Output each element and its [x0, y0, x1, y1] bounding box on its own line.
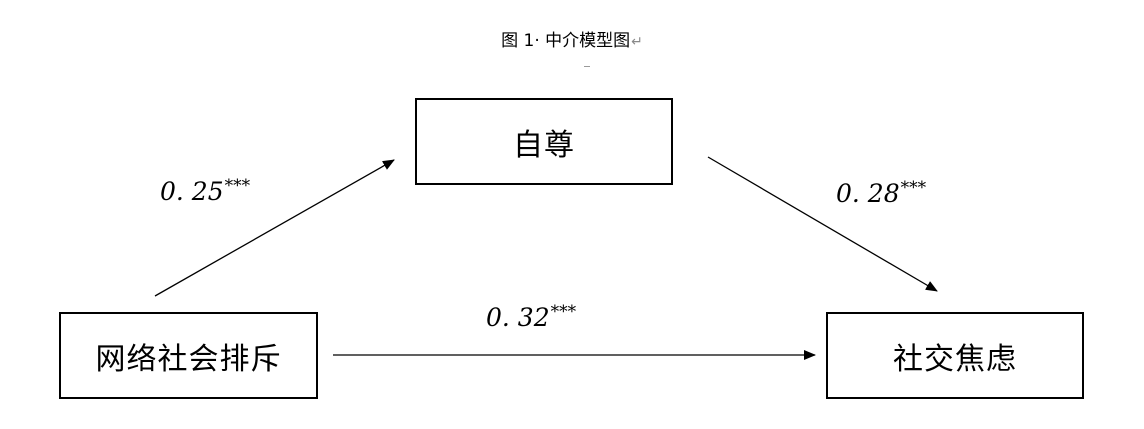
paragraph-mark-icon: ↵: [631, 34, 643, 50]
figure-caption: 图 1· 中介模型图↵: [0, 26, 1144, 51]
figure-caption-text: 图 1· 中介模型图: [501, 31, 631, 51]
path-b-coefficient: 0. 28***: [836, 178, 926, 208]
mediator-label: 自尊: [513, 127, 575, 163]
path-b-significance: ***: [900, 178, 927, 198]
mediator-box: 自尊: [415, 98, 673, 185]
path-a-value: 0. 25: [160, 177, 224, 206]
path-c-significance: ***: [550, 302, 577, 322]
dependent-variable-label: 社交焦虑: [893, 341, 1017, 377]
independent-variable-label: 网络社会排斥: [95, 341, 282, 377]
path-c-value: 0. 32: [486, 303, 550, 332]
path-c-coefficient: 0. 32***: [486, 302, 576, 332]
path-a-significance: ***: [224, 176, 251, 196]
path-b-value: 0. 28: [836, 179, 900, 208]
path-a-coefficient: 0. 25***: [160, 176, 250, 206]
arrow-path-b: [707, 156, 938, 292]
arrow-path-a: [154, 159, 395, 297]
independent-variable-box: 网络社会排斥: [59, 312, 318, 399]
caption-underline-mark: [584, 66, 590, 67]
dependent-variable-box: 社交焦虑: [826, 312, 1084, 399]
